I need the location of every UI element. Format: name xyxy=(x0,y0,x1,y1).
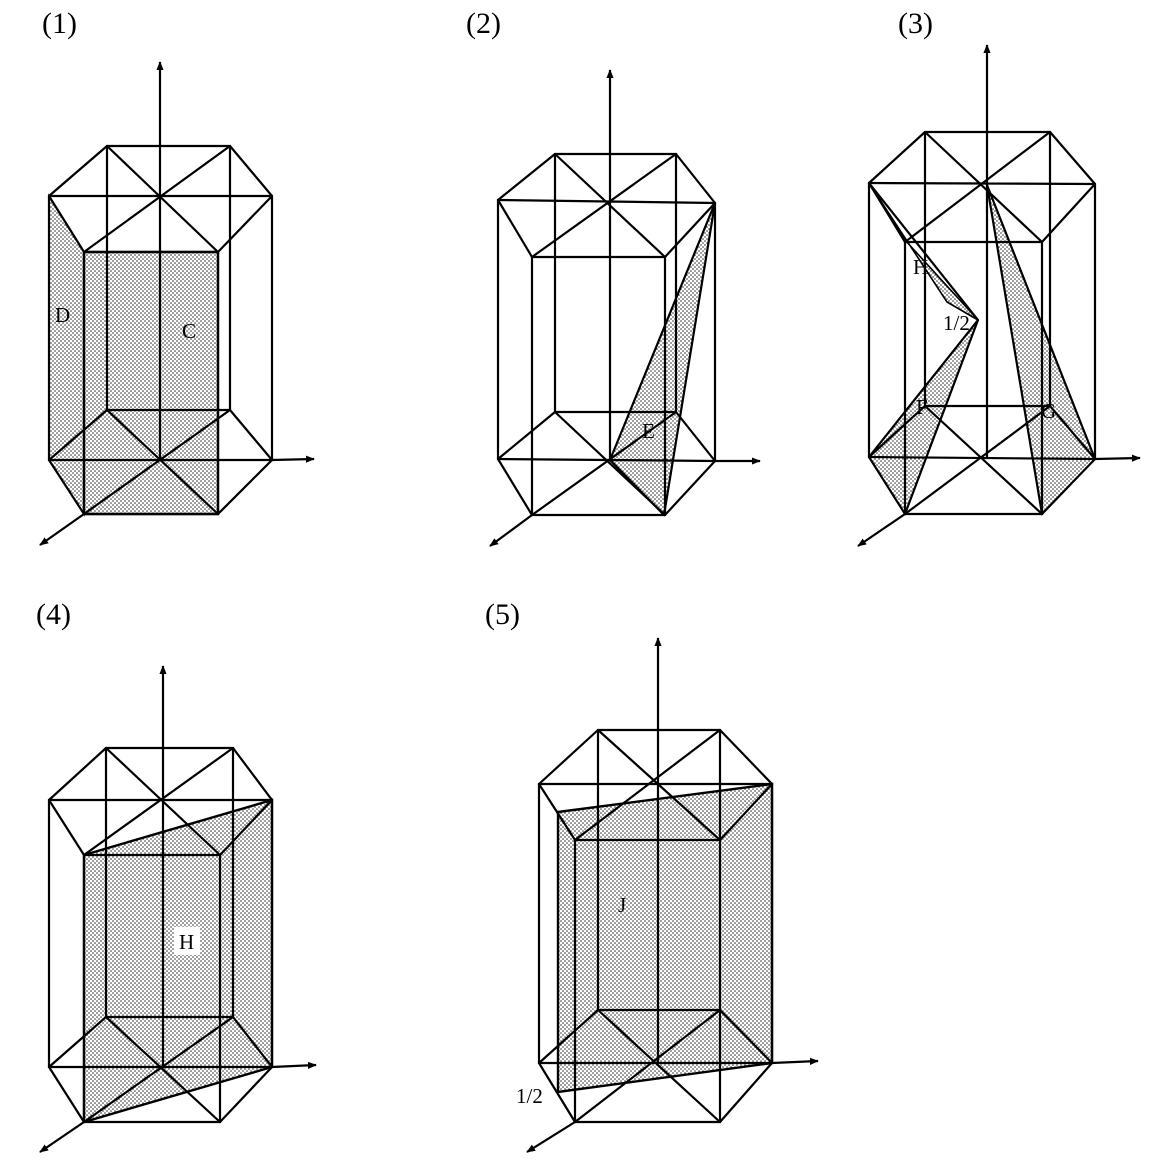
panel-2: (2) E xyxy=(466,7,761,547)
label-J: J xyxy=(618,893,626,917)
prism-4 xyxy=(47,746,274,1124)
y-axis xyxy=(771,1057,819,1065)
x-axis xyxy=(39,513,85,546)
panel-4-title: (4) xyxy=(36,598,71,631)
y-axis xyxy=(271,455,315,463)
label-H: H xyxy=(913,255,928,279)
face-J xyxy=(556,782,774,1094)
prism-5 xyxy=(537,728,774,1124)
y-axis xyxy=(271,1061,317,1069)
prism-3 xyxy=(867,130,1097,516)
panel-4: (4) H xyxy=(36,598,317,1153)
label-half: 1/2 xyxy=(943,311,970,335)
panel-3-title: (3) xyxy=(898,7,933,40)
face-H xyxy=(82,798,274,1124)
x-axis xyxy=(857,513,906,547)
label-G: G xyxy=(1041,399,1056,423)
label-D: D xyxy=(55,303,70,327)
label-E: E xyxy=(642,419,655,443)
face-C xyxy=(82,250,220,516)
x-axis xyxy=(39,1121,85,1153)
label-H-backdrop xyxy=(174,927,200,955)
x-axis xyxy=(489,514,533,547)
panel-1: (1) D C xyxy=(39,7,315,546)
panel-5: (5) J 1/2 xyxy=(485,598,819,1153)
panel-2-title: (2) xyxy=(466,7,501,40)
label-H: H xyxy=(179,930,194,954)
panel-5-title: (5) xyxy=(485,598,520,631)
label-half: 1/2 xyxy=(516,1084,543,1108)
label-C: C xyxy=(182,319,196,343)
panel-1-title: (1) xyxy=(42,7,77,40)
prism-2 xyxy=(496,152,717,517)
x-axis xyxy=(526,1121,576,1153)
y-axis xyxy=(1094,454,1141,462)
face-E xyxy=(609,202,716,517)
label-F: F xyxy=(916,395,928,419)
panel-3: (3) H 1/2 F G xyxy=(857,7,1141,547)
